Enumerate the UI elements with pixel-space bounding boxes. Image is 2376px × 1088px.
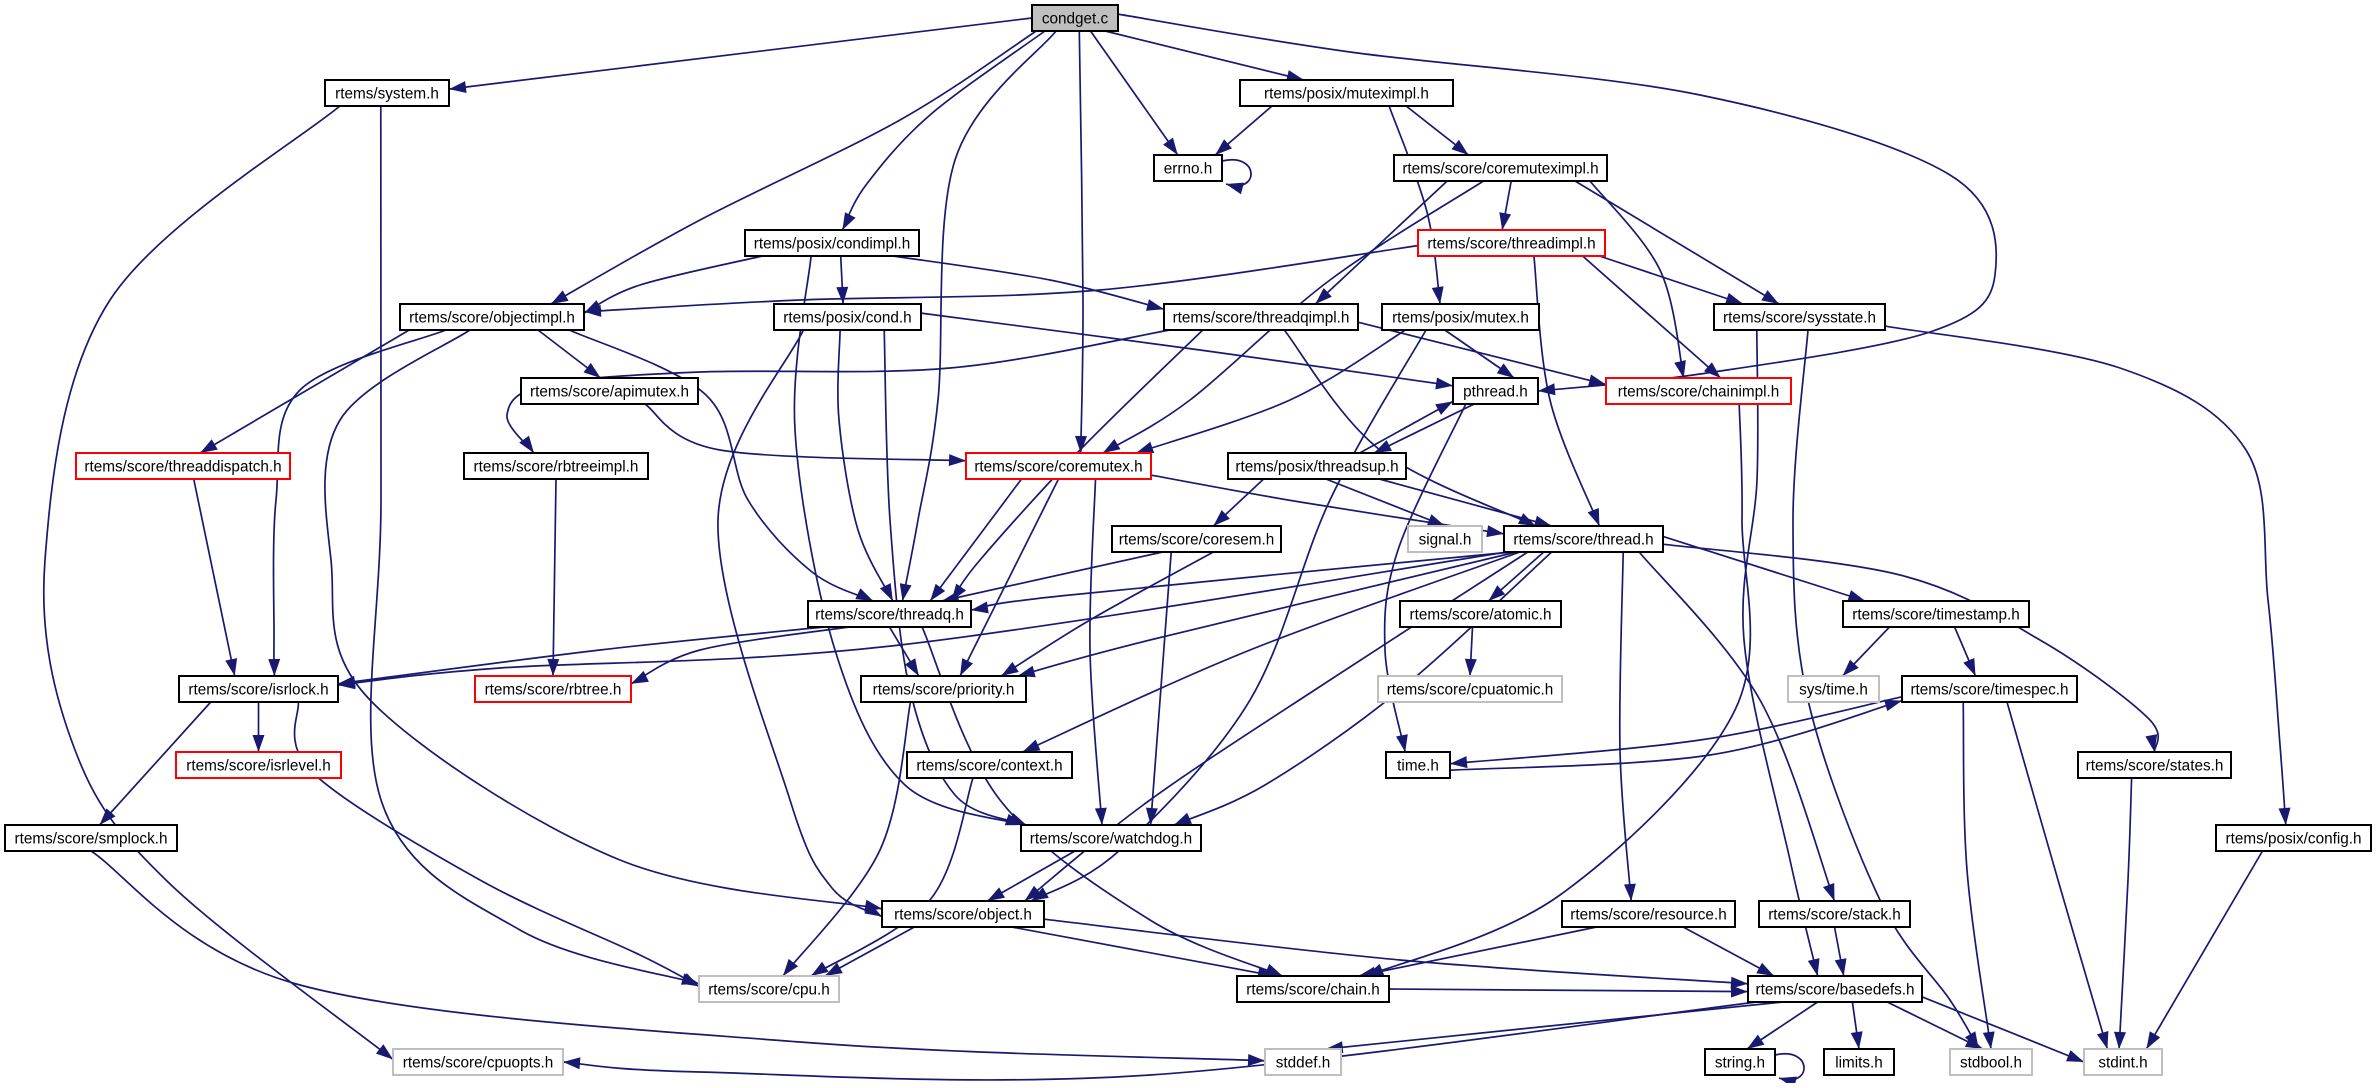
svg-text:rtems/score/cpuatomic.h: rtems/score/cpuatomic.h [1387, 682, 1554, 699]
svg-text:rtems/score/resource.h: rtems/score/resource.h [1570, 907, 1726, 924]
svg-text:rtems/score/stack.h: rtems/score/stack.h [1768, 907, 1901, 924]
svg-text:rtems/score/thread.h: rtems/score/thread.h [1513, 532, 1653, 549]
svg-text:rtems/score/chainimpl.h: rtems/score/chainimpl.h [1618, 384, 1780, 401]
svg-text:rtems/score/coremuteximpl.h: rtems/score/coremuteximpl.h [1402, 161, 1598, 178]
svg-text:rtems/score/watchdog.h: rtems/score/watchdog.h [1030, 831, 1192, 848]
svg-text:rtems/score/rbtree.h: rtems/score/rbtree.h [485, 682, 622, 699]
svg-text:rtems/score/states.h: rtems/score/states.h [2086, 758, 2224, 775]
svg-text:rtems/score/priority.h: rtems/score/priority.h [873, 682, 1015, 699]
svg-text:rtems/posix/mutex.h: rtems/posix/mutex.h [1392, 310, 1529, 327]
svg-text:rtems/score/atomic.h: rtems/score/atomic.h [1410, 607, 1552, 624]
svg-text:rtems/score/chain.h: rtems/score/chain.h [1246, 982, 1379, 999]
svg-text:errno.h: errno.h [1164, 161, 1212, 178]
svg-text:rtems/score/context.h: rtems/score/context.h [916, 758, 1062, 775]
svg-text:rtems/score/sysstate.h: rtems/score/sysstate.h [1723, 310, 1876, 327]
svg-text:rtems/score/coremutex.h: rtems/score/coremutex.h [974, 459, 1142, 476]
svg-text:rtems/posix/config.h: rtems/posix/config.h [2225, 831, 2361, 848]
svg-text:rtems/posix/threadsup.h: rtems/posix/threadsup.h [1235, 459, 1398, 476]
svg-text:sys/time.h: sys/time.h [1799, 682, 1868, 699]
svg-text:rtems/score/isrlock.h: rtems/score/isrlock.h [188, 682, 328, 699]
svg-text:rtems/posix/muteximpl.h: rtems/posix/muteximpl.h [1264, 86, 1429, 103]
svg-text:rtems/score/apimutex.h: rtems/score/apimutex.h [530, 384, 689, 401]
svg-text:limits.h: limits.h [1835, 1055, 1883, 1072]
svg-text:rtems/score/threaddispatch.h: rtems/score/threaddispatch.h [84, 459, 281, 476]
svg-text:signal.h: signal.h [1419, 532, 1472, 549]
svg-text:rtems/score/timespec.h: rtems/score/timespec.h [1910, 682, 2068, 699]
svg-text:stdbool.h: stdbool.h [1960, 1055, 2022, 1072]
svg-text:rtems/score/coresem.h: rtems/score/coresem.h [1119, 532, 1275, 549]
svg-text:rtems/score/object.h: rtems/score/object.h [894, 907, 1032, 924]
svg-text:pthread.h: pthread.h [1463, 384, 1528, 401]
svg-text:rtems/posix/cond.h: rtems/posix/cond.h [783, 310, 911, 327]
svg-text:rtems/score/smplock.h: rtems/score/smplock.h [14, 831, 167, 848]
svg-text:rtems/score/cpuopts.h: rtems/score/cpuopts.h [403, 1055, 553, 1072]
svg-text:rtems/score/timestamp.h: rtems/score/timestamp.h [1852, 607, 2019, 624]
svg-text:rtems/score/rbtreeimpl.h: rtems/score/rbtreeimpl.h [474, 459, 639, 476]
svg-text:condget.c: condget.c [1042, 11, 1109, 28]
svg-text:time.h: time.h [1397, 758, 1439, 775]
svg-text:rtems/score/cpu.h: rtems/score/cpu.h [708, 982, 830, 999]
svg-text:string.h: string.h [1715, 1055, 1765, 1072]
svg-text:rtems/posix/condimpl.h: rtems/posix/condimpl.h [754, 236, 910, 253]
svg-text:rtems/score/threadimpl.h: rtems/score/threadimpl.h [1427, 236, 1595, 253]
svg-text:rtems/score/isrlevel.h: rtems/score/isrlevel.h [186, 758, 331, 775]
svg-text:rtems/score/basedefs.h: rtems/score/basedefs.h [1756, 982, 1915, 999]
svg-text:rtems/score/threadq.h: rtems/score/threadq.h [815, 607, 964, 624]
svg-text:rtems/score/threadqimpl.h: rtems/score/threadqimpl.h [1173, 310, 1350, 327]
svg-text:stddef.h: stddef.h [1276, 1055, 1330, 1072]
svg-text:rtems/system.h: rtems/system.h [335, 86, 439, 103]
svg-text:rtems/score/objectimpl.h: rtems/score/objectimpl.h [409, 310, 575, 327]
svg-text:stdint.h: stdint.h [2098, 1055, 2147, 1072]
